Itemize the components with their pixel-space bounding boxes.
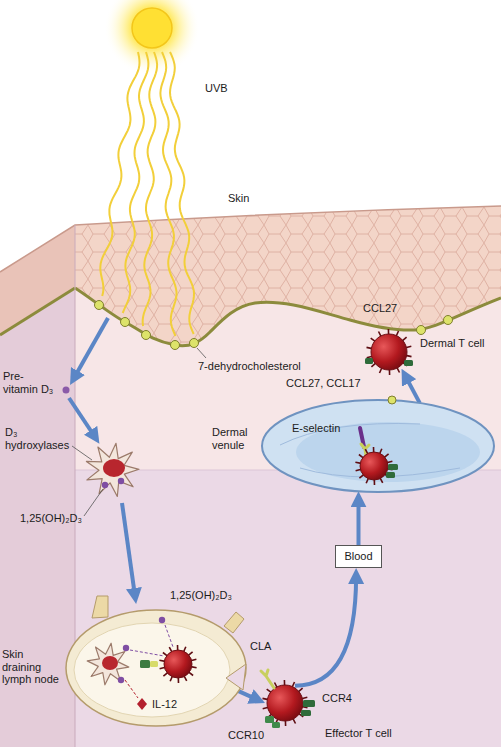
t-cell [367,329,412,375]
dashed-arrow [130,650,164,656]
dashed-arrow [125,680,138,698]
illustration-details [63,52,453,596]
cell-body [267,685,303,721]
receptor [140,660,150,668]
callout-label: IL-12 [152,698,177,711]
uvb-ray [143,52,157,326]
uvb-ray [100,52,139,296]
il12-diamond [137,698,147,710]
vitamin-dot [118,478,124,484]
callout-label: CCR10 [228,729,264,742]
t-cell [355,447,392,485]
vitamin-dot [118,677,124,683]
molecule-dot [121,318,130,327]
dermal-venule: Dermal venule [212,398,497,498]
afferent-vessel [224,612,244,633]
lymph-node: Skin draining lymph node [2,605,247,727]
ccr10-receptor [272,722,280,728]
cell-nucleus [102,656,118,670]
callout-label: E-selectin [292,422,340,435]
molecule-dot [142,331,151,340]
molecule-dot [190,339,199,348]
flow-arrow [239,691,258,700]
chemokine-dot [388,396,396,404]
t-cell [263,680,308,726]
lymph-node-cortex [74,623,230,717]
dermal-venule-drawing [212,398,497,498]
callout-label: Skin [228,192,249,205]
t-cell [159,645,196,683]
callout-label: CCL27 [363,302,397,315]
callout-label: Pre-vitamin D₃ [3,370,57,395]
vitamin-dot [123,645,129,651]
pre-vitamin-dot [63,387,70,394]
dendritic-cell [87,643,129,685]
ccr4-receptor [301,710,311,716]
sun-glow [104,0,200,76]
callout-label: CCL27, CCL17 [286,377,361,390]
molecule-dot [444,316,453,325]
node-label: Skin draining lymph node [2,648,60,686]
cell-body [371,334,407,370]
molecule-dot [417,326,426,335]
cell-body [360,452,388,480]
dashed-arrow [165,625,173,647]
receptor [386,472,395,478]
blood-box: Blood [335,545,382,568]
callout-label: 7-dehydrocholesterol [198,360,301,373]
cell-nucleus [103,459,125,477]
receptor [388,464,398,470]
leader-line [72,446,92,460]
lymph-node-capsule [66,610,246,726]
sun [132,8,172,48]
vitamin-dot [102,482,108,488]
callout-label: 1,25(OH)₂D₃ [20,512,82,525]
effector-t-cell: Effector T cell [255,675,495,743]
callout-label: CCR4 [322,692,352,705]
dendritic-cell [86,443,139,496]
basement-membrane-side [0,288,75,335]
node-label: Blood [344,550,372,563]
callout-label: UVB [205,82,228,95]
cla-receptor [261,670,274,688]
callout-label: CLA [250,640,271,653]
node-label: Dermal venule [212,426,260,451]
uvb-ray [170,52,194,334]
node-label: Dermal T cell [420,337,484,350]
process-arrow [74,318,108,378]
cell-body [164,650,192,678]
receptor [404,360,413,366]
leader-line [84,489,103,516]
receptor [365,358,373,364]
ccr10-receptor [265,716,274,723]
side-face [0,225,75,747]
ccr4-receptor [303,700,315,707]
molecule-dot [95,301,104,310]
molecule-dot [171,341,180,350]
callout-label: D₃ hydroxylases [5,426,77,451]
afferent-vessel [92,596,108,618]
subcutis-face [75,470,501,747]
process-arrow [69,398,95,437]
flow-arrow [405,376,420,403]
node-label: Effector T cell [325,727,392,740]
leader-line [197,348,206,358]
uvb-ray [123,52,149,313]
flow-arrow [357,499,361,545]
uvb-ray [160,52,176,336]
process-arrow [122,503,135,596]
side-epidermis [0,225,75,335]
dermal-t-cell: Dermal T cell [358,325,493,375]
callout-label: 1,25(OH)₂D₃ [170,589,232,602]
vitamin-dot [159,617,165,623]
receptor [150,661,158,667]
venule-wall [262,400,494,492]
dermal-t-cell-drawing [358,325,493,375]
epidermis [75,206,501,346]
flow-arrow [295,576,356,686]
hilum [226,664,246,690]
